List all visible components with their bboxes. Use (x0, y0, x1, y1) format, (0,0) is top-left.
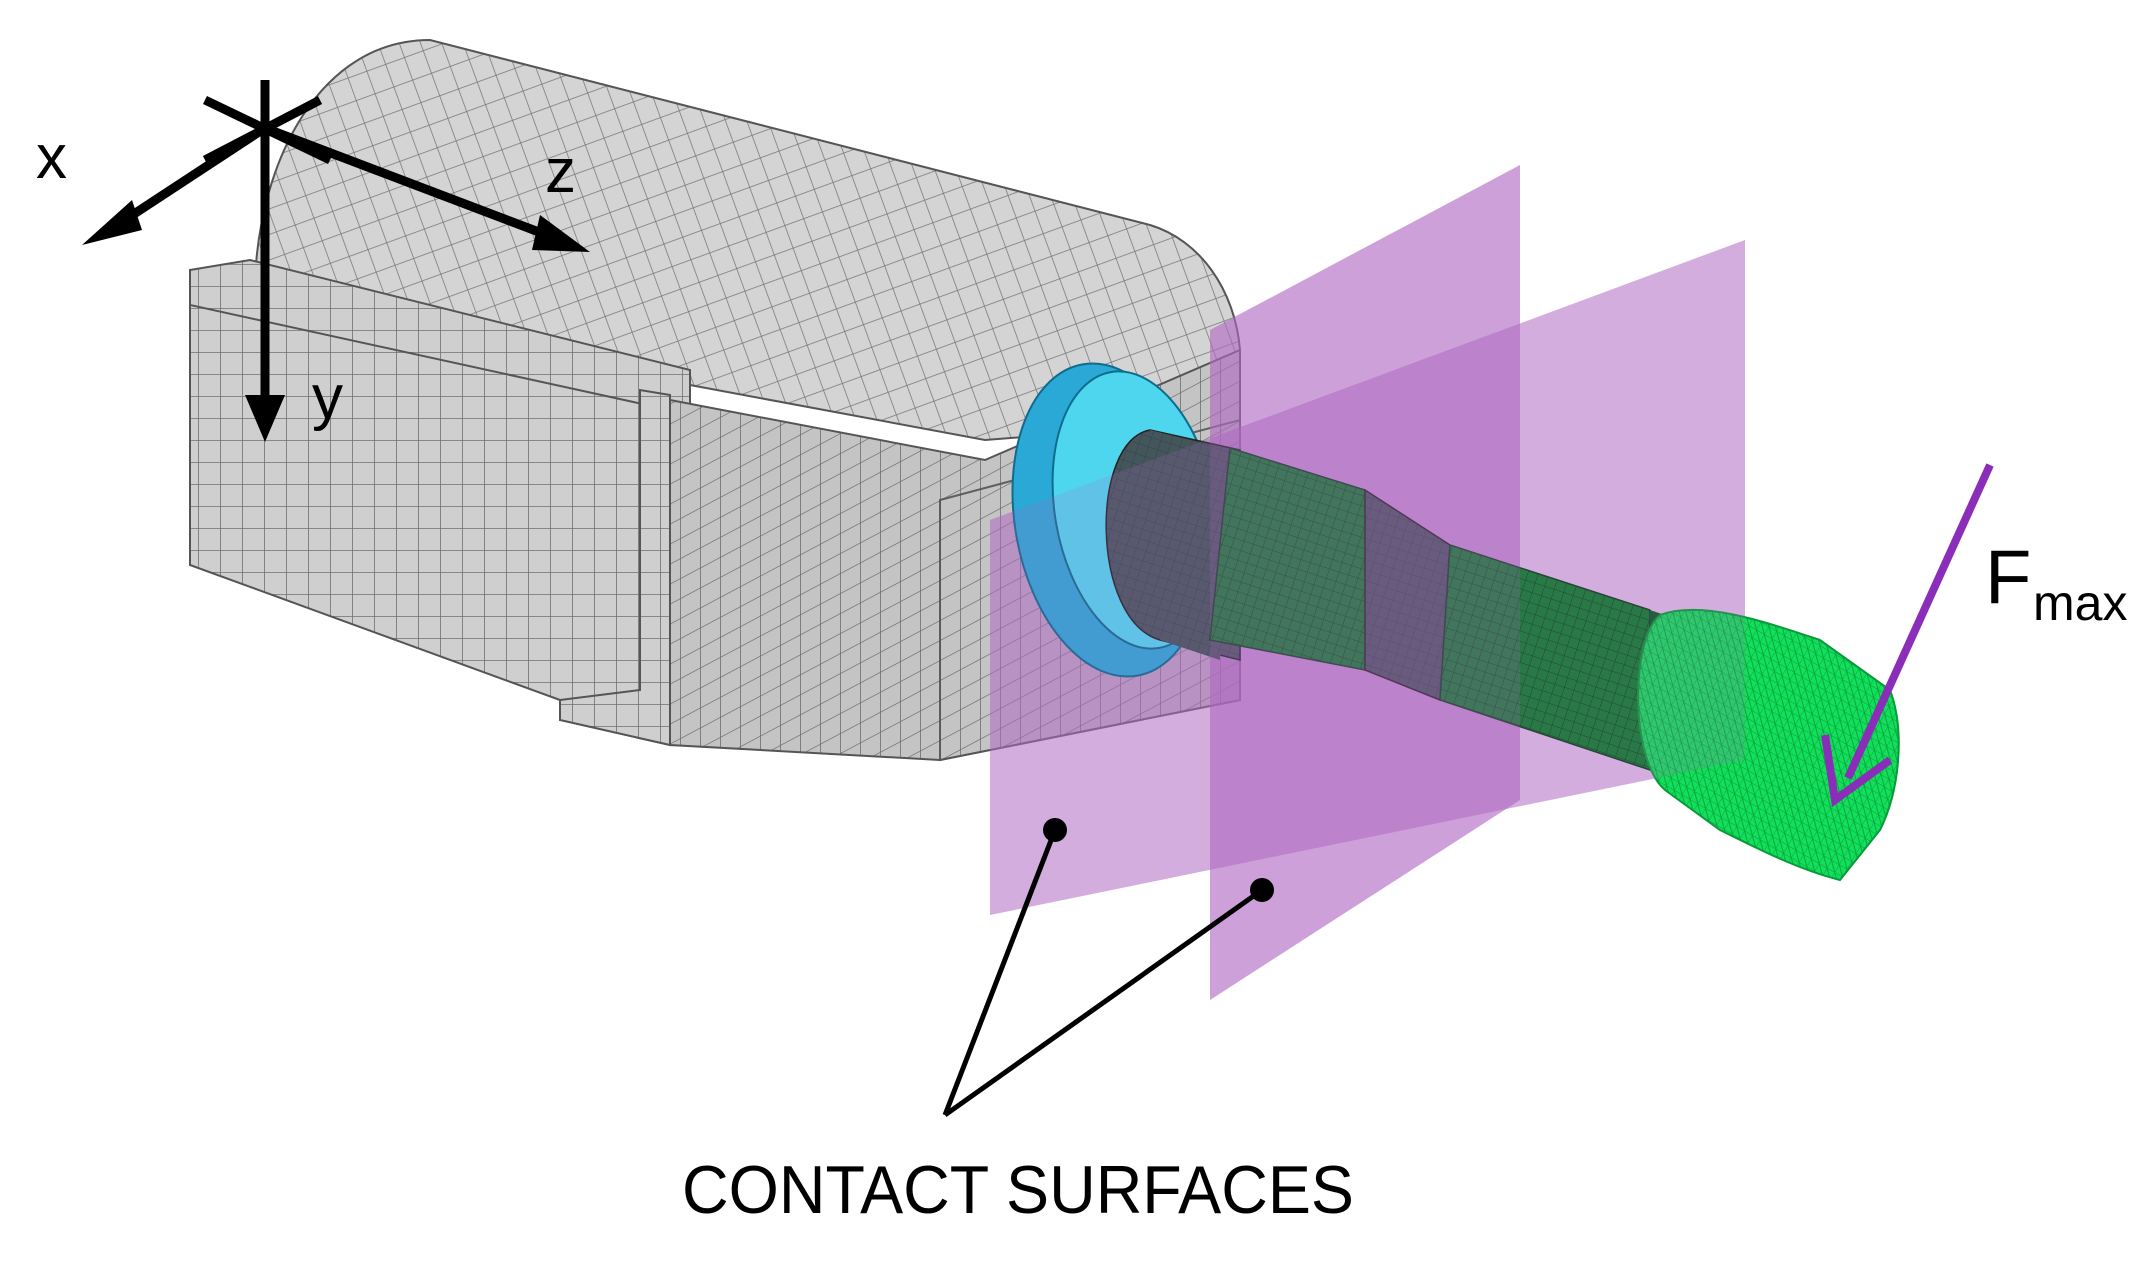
force-symbol: F (1985, 535, 2031, 620)
force-subscript: max (2033, 575, 2127, 631)
contact-surfaces-label: CONTACT SURFACES (682, 1152, 1354, 1228)
axis-y-label: y (312, 363, 343, 432)
contact-callout (942, 818, 1274, 1118)
contact-plane-rear-overlay (1210, 165, 1520, 1000)
axis-y-arrowhead (245, 395, 285, 442)
axis-x-arrowhead (82, 200, 142, 245)
shaft (1105, 429, 1900, 882)
housing-step-face (559, 388, 671, 747)
axis-x-label: x (36, 123, 67, 192)
shaft-dark-segment-1b (1150, 430, 1230, 660)
callout-leader-rear (942, 829, 1058, 1116)
axis-z-arrowhead (532, 215, 590, 252)
callout-leader-front (943, 887, 1264, 1118)
axis-z-line (263, 123, 562, 245)
force-arrow (1821, 463, 1994, 808)
contact-plane-front-overlay (990, 240, 1745, 915)
force-arrow-head (1821, 734, 1893, 808)
axis-z-label: z (545, 137, 576, 206)
shaft-tip (1637, 608, 1900, 882)
force-arrow-shaft (1844, 463, 1994, 780)
